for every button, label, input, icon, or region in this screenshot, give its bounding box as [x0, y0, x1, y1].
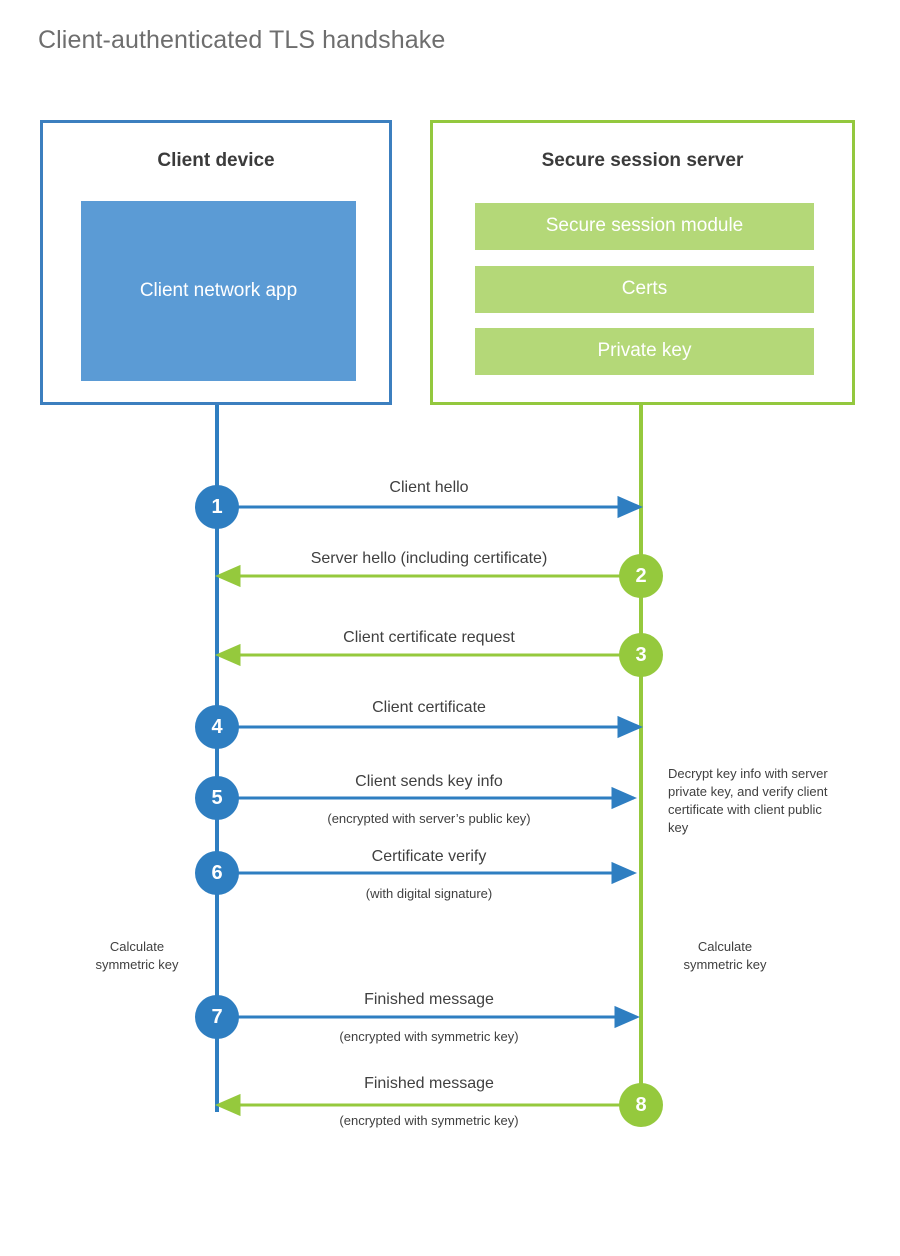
client-calculate-line-1: Calculate: [109, 939, 165, 954]
message-label-1: Client hello: [389, 479, 469, 496]
step-marker-6[interactable]: 6: [195, 851, 239, 895]
step-marker-2[interactable]: 2: [619, 554, 663, 598]
client-calculate-line-2: symmetric key: [95, 956, 179, 972]
step-marker-4[interactable]: 4: [195, 705, 239, 749]
message-label-6: Certificate verify: [371, 848, 487, 865]
server-calculate-symmetric-key-annotation: Calculate symmetric key: [645, 938, 805, 974]
message-label-5: Client sends key info: [355, 773, 503, 790]
client-device-box: Client device Client network app: [40, 120, 392, 405]
message-label-2: Server hello (including certificate): [310, 550, 548, 567]
client-device-title: Client device: [157, 150, 275, 171]
message-sublabel-8: (encrypted with symmetric key): [339, 1113, 519, 1128]
secure-session-server-title: Secure session server: [541, 150, 744, 171]
message-label-3: Client certificate request: [343, 629, 515, 646]
page-title: Client-authenticated TLS handshake: [38, 26, 446, 54]
step-marker-5[interactable]: 5: [195, 776, 239, 820]
message-sublabel-5: (encrypted with server’s public key): [327, 811, 531, 826]
message-sublabel-7: (encrypted with symmetric key): [339, 1029, 519, 1044]
client-network-app-block: Client network app: [81, 201, 356, 381]
client-calculate-symmetric-key-annotation: Calculate symmetric key: [57, 938, 217, 974]
message-label-7: Finished message: [364, 991, 494, 1008]
private-key-block: Private key: [475, 328, 814, 375]
server-calculate-line-1: Calculate: [697, 939, 753, 954]
step-marker-1[interactable]: 1: [195, 485, 239, 529]
secure-session-module-block: Secure session module: [475, 203, 814, 250]
message-sublabel-6: (with digital signature): [365, 886, 493, 901]
secure-session-server-box: Secure session server Secure session mod…: [430, 120, 855, 405]
server-decrypt-annotation: Decrypt key info with server private key…: [668, 766, 828, 835]
message-label-8: Finished message: [364, 1075, 494, 1092]
step-marker-3[interactable]: 3: [619, 633, 663, 677]
message-label-4: Client certificate: [372, 699, 486, 716]
step-marker-7[interactable]: 7: [195, 995, 239, 1039]
certs-block: Certs: [475, 266, 814, 313]
server-calculate-line-2: symmetric key: [683, 956, 767, 972]
step-marker-8[interactable]: 8: [619, 1083, 663, 1127]
